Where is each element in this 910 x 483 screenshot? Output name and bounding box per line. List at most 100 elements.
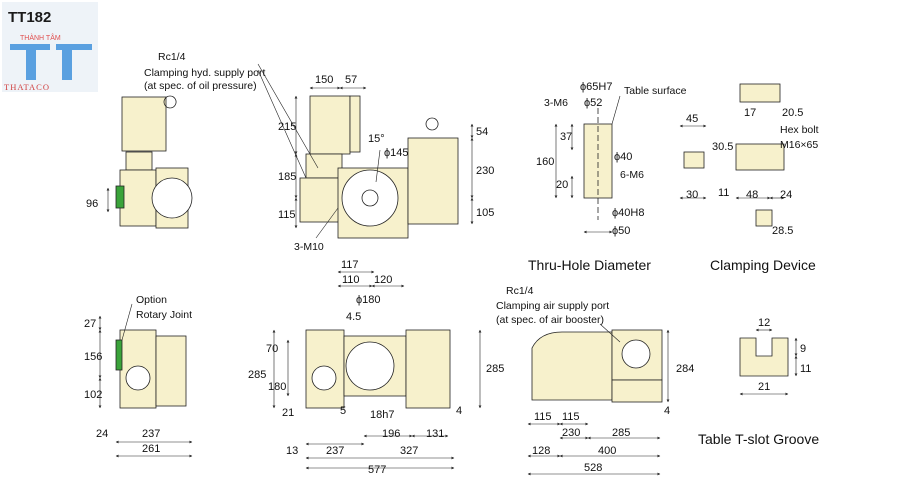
dim-27: 27 (84, 318, 96, 330)
dims-thru-hole (554, 95, 621, 234)
dim-215: 215 (278, 121, 296, 133)
dims-rear (527, 323, 670, 476)
dim-13: 13 (286, 445, 298, 457)
dim-230: 230 (476, 165, 494, 177)
dim-128: 128 (532, 445, 550, 457)
dim-120: 120 (374, 274, 392, 286)
dim-230b: 230 (562, 427, 580, 439)
dim-24a: 24 (96, 428, 108, 440)
dims-tslot (739, 328, 798, 396)
dim-70: 70 (266, 343, 278, 355)
clamp-side (735, 143, 785, 171)
note-3-m10: 3-M10 (294, 241, 324, 253)
gear-housing-front (299, 177, 341, 223)
dim-115: 115 (278, 209, 296, 221)
dim-30-5: 30.5 (712, 141, 733, 153)
dim-117: 117 (341, 259, 359, 271)
clamp-small (755, 209, 773, 227)
rear-base (611, 379, 663, 403)
rotary-joint (115, 185, 125, 209)
table-disc-plan (345, 341, 395, 391)
dim-105: 105 (476, 207, 494, 219)
dim-11b: 11 (800, 363, 811, 375)
motor-housing-front (309, 95, 351, 155)
view-plan-bottom (305, 329, 451, 409)
dim-18h7: 18h7 (370, 409, 394, 421)
dim-528: 528 (584, 462, 602, 474)
table-face (151, 177, 193, 219)
dim-24b: 24 (780, 189, 792, 201)
note-hyd-port-2: (at spec. of oil pressure) (144, 80, 257, 92)
note-hex-bolt: Hex bolt (780, 124, 819, 136)
dim-phi50: ϕ50 (612, 225, 630, 237)
dim-180: 180 (268, 381, 286, 393)
dims-view3 (98, 303, 193, 458)
dim-115b: 115 (562, 411, 580, 423)
clamp-block (683, 151, 705, 169)
dims-view2 (257, 63, 474, 239)
motor-block (125, 151, 153, 171)
motor-housing (121, 96, 167, 152)
dim-phi52: ϕ52 (584, 97, 602, 109)
note-table-surface: Table surface (624, 85, 687, 97)
logo-company: THATACO (4, 82, 50, 92)
lifting-eye-icon (163, 95, 177, 109)
dim-115a: 115 (534, 411, 552, 423)
dim-4-5: 4.5 (346, 311, 361, 323)
logo-model: TT182 (8, 9, 51, 26)
dim-160: 160 (536, 156, 554, 168)
view-side-bottom-left (115, 329, 187, 409)
dim-57: 57 (345, 74, 357, 86)
dim-11: 11 (718, 187, 729, 199)
dim-12: 12 (758, 317, 770, 329)
dim-30: 30 (686, 189, 698, 201)
note-6-m6: 6-M6 (620, 169, 644, 181)
table-side (155, 335, 187, 407)
note-hex-size: M16×65 (780, 139, 818, 151)
dim-185: 185 (278, 171, 296, 183)
title-thru-hole: Thru-Hole Diameter (528, 257, 651, 273)
dim-285c: 285 (612, 427, 630, 439)
note-3-m6: 3-M6 (544, 97, 568, 109)
motor-side (349, 95, 361, 153)
dim-237a: 237 (142, 428, 160, 440)
dim-284: 284 (676, 363, 694, 375)
dim-17: 17 (744, 107, 756, 119)
dim-400: 400 (598, 445, 616, 457)
dim-21: 21 (282, 407, 294, 419)
motor-end-plan (311, 365, 337, 391)
dim-37: 37 (560, 131, 572, 143)
side-cabinet (407, 137, 459, 225)
dims-clamping (679, 124, 785, 200)
logo-mark-icon (10, 44, 92, 80)
view-front-top (299, 95, 459, 239)
dim-15deg: 15° (368, 133, 385, 145)
dim-285a: 285 (248, 369, 266, 381)
view-side-top-left (115, 95, 193, 229)
dim-156: 156 (84, 351, 102, 363)
view-thru-hole (583, 108, 613, 220)
cabinet-plan (405, 329, 451, 409)
view-clamping-device (683, 83, 785, 227)
dim-9: 9 (800, 343, 806, 355)
note-rc14-air: Rc1/4 (506, 285, 534, 297)
dim-110: 110 (342, 274, 360, 286)
dim-285b: 285 (486, 363, 504, 375)
dim-196: 196 (382, 428, 400, 440)
brand-logo: TT182 THÀNH TÂM THATACO (2, 2, 98, 92)
dim-28-5: 28.5 (772, 225, 793, 237)
dim-4a: 4 (456, 405, 462, 417)
dim-phi145: ϕ145 (384, 147, 409, 159)
note-air-port-1: Clamping air supply port (496, 300, 609, 312)
note-hyd-port-1: Clamping hyd. supply port (144, 67, 265, 79)
dim-21b: 21 (758, 381, 770, 393)
rear-disc (621, 339, 651, 369)
dim-phi40h8: ϕ40H8 (612, 207, 644, 219)
logo-subtitle: THÀNH TÂM (20, 33, 61, 42)
note-rc14-top: Rc1/4 (158, 51, 186, 63)
motor-block-front (305, 153, 343, 179)
cover-body (531, 331, 613, 401)
dim-phi65h7: ϕ65H7 (580, 81, 612, 93)
dim-45: 45 (686, 113, 698, 125)
dim-102: 102 (84, 389, 102, 401)
